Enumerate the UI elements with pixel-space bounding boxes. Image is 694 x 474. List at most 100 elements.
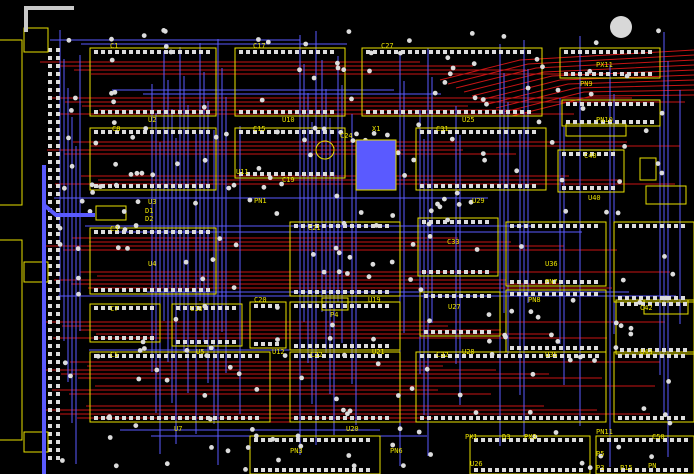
- ic-pad: [239, 110, 243, 114]
- ic-pad: [343, 416, 347, 420]
- ic-pad: [487, 330, 491, 334]
- via: [354, 131, 359, 137]
- ic-pad: [646, 224, 650, 228]
- ic-pad: [558, 468, 562, 472]
- ic-pad: [608, 102, 612, 106]
- ic-pad: [350, 304, 354, 308]
- ic-pad: [681, 296, 685, 300]
- ic-pad: [289, 468, 293, 472]
- ic-pad: [684, 438, 688, 442]
- label-c22: C22: [310, 351, 323, 359]
- ic-pad: [615, 102, 619, 106]
- ic-pad: [122, 336, 126, 340]
- ic-pad: [441, 416, 445, 420]
- crystal-x1-body[interactable]: [355, 139, 397, 191]
- via: [256, 37, 261, 42]
- ic-pad: [94, 110, 98, 114]
- ic-outline: [505, 221, 607, 287]
- label-pn9: PN9: [580, 80, 593, 88]
- ic-pad: [551, 438, 555, 442]
- ic-pad: [580, 346, 584, 350]
- capacitor-c24-outline[interactable]: [315, 140, 335, 160]
- via: [666, 379, 671, 384]
- ic-pad: [108, 288, 112, 292]
- ic-pad: [330, 172, 334, 176]
- header-pad: [56, 64, 60, 68]
- ic-pad: [539, 354, 543, 358]
- ic-pad: [178, 130, 182, 134]
- ic-pad: [315, 354, 319, 358]
- via: [555, 87, 561, 93]
- via: [587, 465, 593, 471]
- via: [336, 250, 342, 256]
- ic-pad: [225, 340, 229, 344]
- ic-pad: [315, 224, 319, 228]
- header-pad: [48, 416, 52, 420]
- label-u25: U25: [462, 116, 475, 124]
- via: [256, 166, 262, 171]
- header-pad: [48, 408, 52, 412]
- header-pad: [56, 152, 60, 156]
- via: [598, 453, 604, 459]
- via: [134, 170, 140, 176]
- via: [193, 200, 198, 206]
- ic-pad: [171, 184, 175, 188]
- via: [534, 56, 540, 62]
- ic-pad: [274, 110, 278, 114]
- header-pad: [56, 112, 60, 116]
- via: [168, 49, 174, 55]
- ic-pad: [294, 416, 298, 420]
- via: [261, 184, 267, 190]
- ic-pad: [667, 416, 671, 420]
- label-u40: U40: [588, 194, 601, 202]
- via: [659, 110, 665, 116]
- ic-pad: [621, 438, 625, 442]
- ic-pad: [620, 72, 624, 76]
- ic-pad: [371, 344, 375, 348]
- ic-outline: [415, 351, 607, 423]
- ic-pad: [371, 416, 375, 420]
- via: [346, 29, 352, 34]
- ic-pad: [583, 186, 587, 190]
- ic-pad: [448, 416, 452, 420]
- ic-pad: [545, 280, 549, 284]
- ic-pad: [101, 336, 105, 340]
- ic-pad: [267, 172, 271, 176]
- label-d3: D3: [502, 433, 510, 441]
- ic-pad: [323, 50, 327, 54]
- ic-pad: [234, 416, 238, 420]
- via: [351, 463, 357, 469]
- ic-pad: [115, 130, 119, 134]
- ic-pad: [667, 354, 671, 358]
- ic-pad: [511, 130, 515, 134]
- ic-pad: [192, 230, 196, 234]
- ic-pad: [108, 50, 112, 54]
- via: [202, 393, 208, 398]
- via: [73, 95, 78, 101]
- ic-pad: [681, 224, 685, 228]
- fiducial-marker: [610, 16, 632, 38]
- ic-pad: [301, 344, 305, 348]
- via: [247, 197, 253, 203]
- via: [350, 138, 356, 144]
- ic-pad: [520, 50, 524, 54]
- ic-pad: [281, 110, 285, 114]
- ic-pad: [122, 50, 126, 54]
- ic-pad: [364, 354, 368, 358]
- via: [613, 320, 619, 326]
- ic-pad: [322, 304, 326, 308]
- ic-pad: [378, 354, 382, 358]
- ic-pad: [274, 172, 278, 176]
- ic-pad: [635, 438, 639, 442]
- ic-pad: [253, 50, 257, 54]
- ic-pad: [294, 354, 298, 358]
- ic-pad: [443, 110, 447, 114]
- via: [428, 208, 434, 214]
- via: [333, 245, 339, 251]
- ic-pad: [192, 416, 196, 420]
- ic-pad: [490, 416, 494, 420]
- ic-pad: [254, 468, 258, 472]
- ic-pad: [94, 416, 98, 420]
- label-u36: U36: [545, 260, 558, 268]
